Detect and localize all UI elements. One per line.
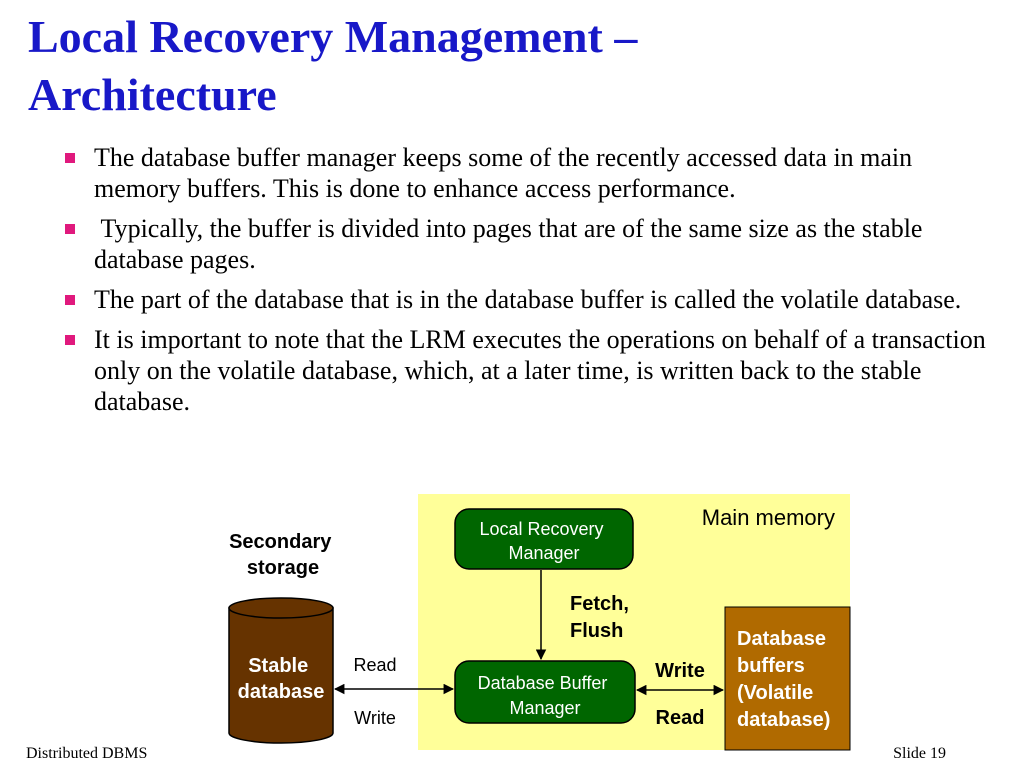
dbm-line-2: Manager xyxy=(509,698,580,718)
lrm-line-2: Manager xyxy=(508,543,579,563)
lrm-line-1: Local Recovery xyxy=(479,519,603,539)
secondary-storage-label: Secondary storage xyxy=(229,531,337,579)
flush-label: Flush xyxy=(570,620,623,642)
bullet-item: Typically, the buffer is divided into pa… xyxy=(62,213,1002,275)
slide-title-line-1: Local Recovery Management – xyxy=(28,11,638,62)
fetch-flush-label: Fetch, Flush xyxy=(570,593,634,642)
square-bullet-icon xyxy=(65,153,75,163)
database-buffers-label: Database buffers (Volatile database) xyxy=(737,628,832,731)
footer-course-name: Distributed DBMS xyxy=(26,745,148,762)
square-bullet-icon xyxy=(65,295,75,305)
buffers-line-1: Database xyxy=(737,628,826,650)
bullet-text: Typically, the buffer is divided into pa… xyxy=(94,214,929,274)
stable-database-line-2: database xyxy=(238,681,325,703)
secondary-storage-line-2: storage xyxy=(247,557,319,579)
database-buffer-manager-label: Database Buffer Manager xyxy=(478,673,613,718)
bullet-item: It is important to note that the LRM exe… xyxy=(62,324,1002,417)
write-left-label: Write xyxy=(354,708,396,728)
dbm-line-1: Database Buffer xyxy=(478,673,608,693)
bullet-text: The database buffer manager keeps some o… xyxy=(94,143,913,203)
buffers-line-3: (Volatile xyxy=(737,682,813,704)
read-right-label: Read xyxy=(656,707,705,729)
bullet-text: It is important to note that the LRM exe… xyxy=(94,325,986,416)
square-bullet-icon xyxy=(65,224,75,234)
local-recovery-manager-box xyxy=(454,508,634,570)
slide-title: Local Recovery Management – Architecture xyxy=(28,8,1008,124)
buffers-line-4: database) xyxy=(737,709,830,731)
database-buffer-manager-box xyxy=(454,660,636,724)
local-recovery-manager-label: Local Recovery Manager xyxy=(479,519,608,563)
buffers-line-2: buffers xyxy=(737,655,805,677)
database-buffers-box xyxy=(724,606,851,751)
read-left-label: Read xyxy=(353,655,396,675)
stable-database-cylinder xyxy=(228,597,334,744)
footer-slide-number: Slide 19 xyxy=(893,745,946,762)
write-right-label: Write xyxy=(655,660,705,682)
stable-database-line-1: Stable xyxy=(248,655,308,677)
stable-database-label: Stable database xyxy=(238,655,325,703)
secondary-storage-line-1: Secondary xyxy=(229,531,332,553)
bullet-item: The part of the database that is in the … xyxy=(62,284,1002,315)
slide-title-line-2: Architecture xyxy=(28,69,277,120)
main-memory-label: Main memory xyxy=(702,505,835,530)
bullet-text: The part of the database that is in the … xyxy=(94,285,962,314)
bullet-list: The database buffer manager keeps some o… xyxy=(62,142,1002,426)
bullet-item: The database buffer manager keeps some o… xyxy=(62,142,1002,204)
fetch-label: Fetch, xyxy=(570,593,629,615)
square-bullet-icon xyxy=(65,335,75,345)
